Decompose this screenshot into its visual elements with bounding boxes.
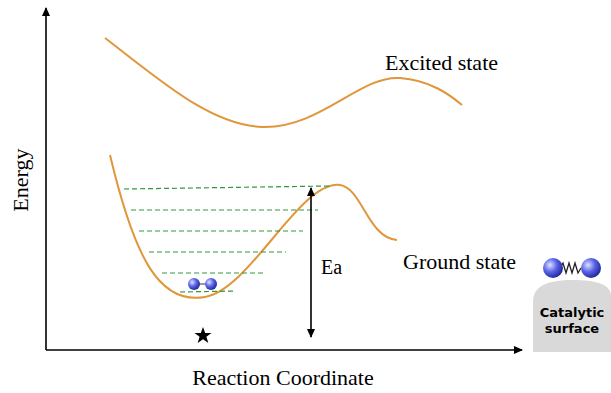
state-label: Ground state <box>403 250 516 274</box>
star-marker <box>195 327 212 343</box>
ground-curve <box>110 155 397 298</box>
axis-title: Reaction Coordinate <box>192 366 373 390</box>
adsorbed-molecule <box>543 258 601 278</box>
ea-arrow-down <box>310 260 312 337</box>
surface-dome: Catalytic surface <box>533 280 611 352</box>
x-axis <box>46 349 522 351</box>
surface-label: Catalytic surface <box>536 305 608 338</box>
state-label: Excited state <box>385 51 498 75</box>
axis-title: Energy <box>10 148 34 211</box>
ea-arrow-up <box>310 188 312 260</box>
vibrational-levels <box>124 186 330 292</box>
y-axis <box>45 8 47 350</box>
energy-barrier-label: Ea <box>321 256 342 278</box>
molecule <box>188 278 217 290</box>
